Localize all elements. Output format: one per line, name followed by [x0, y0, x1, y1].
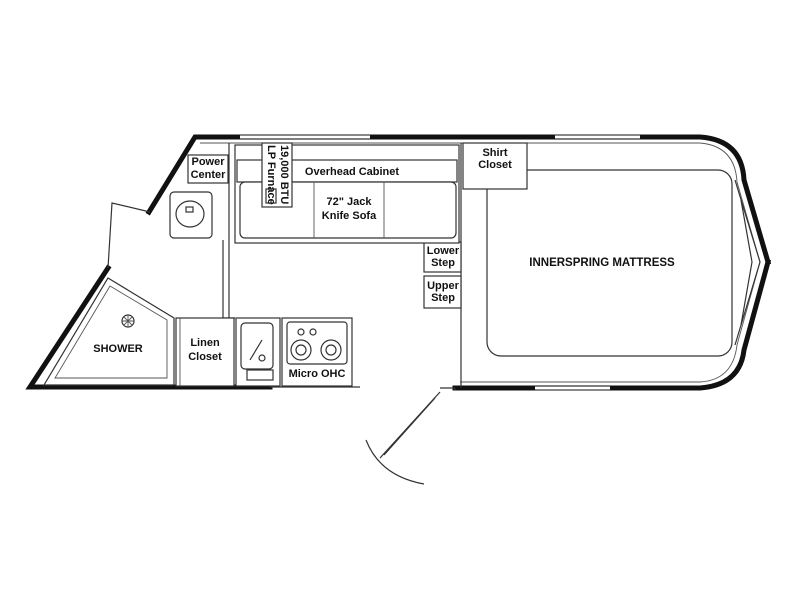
toilet: [169, 191, 213, 239]
mattress: [486, 169, 733, 357]
linen-closet: [175, 317, 235, 387]
bath-door: [107, 202, 151, 269]
linen-closet-label-1: Linen: [190, 337, 220, 349]
shirt-closet-label-2: Closet: [478, 159, 512, 171]
power-center-label-2: Center: [191, 169, 227, 181]
power-center-label-1: Power: [191, 156, 225, 168]
micro-ohc-label: Micro OHC: [289, 368, 346, 380]
shirt-closet: [462, 142, 528, 190]
mattress-label: INNERSPRING MATTRESS: [529, 257, 675, 269]
sink: [235, 317, 281, 387]
upper-step-label-1: Upper: [427, 280, 460, 292]
shirt-closet-label-1: Shirt: [482, 147, 507, 159]
furnace-label-2: LP Furnace: [265, 145, 277, 205]
lower-step-label-2: Step: [431, 257, 455, 269]
furnace-label-1: 19,000 BTU: [278, 145, 290, 204]
jack-knife-sofa: [239, 181, 457, 239]
sofa-label-2: Knife Sofa: [322, 210, 377, 222]
lower-step: [423, 241, 462, 273]
shower-label: SHOWER: [93, 343, 143, 355]
sofa-label-1: 72" Jack: [327, 196, 373, 208]
shower: [42, 277, 175, 386]
upper-step: [423, 275, 462, 309]
upper-step-label-2: Step: [431, 292, 455, 304]
exterior-walls: [25, 134, 772, 391]
lower-step-label-1: Lower: [427, 245, 460, 257]
linen-closet-label-2: Closet: [188, 351, 222, 363]
overhead-cabinet-label: Overhead Cabinet: [305, 166, 399, 178]
power-center: [187, 154, 229, 184]
entry-door: [365, 391, 441, 485]
stove: [281, 317, 353, 387]
furnace: [261, 142, 293, 208]
